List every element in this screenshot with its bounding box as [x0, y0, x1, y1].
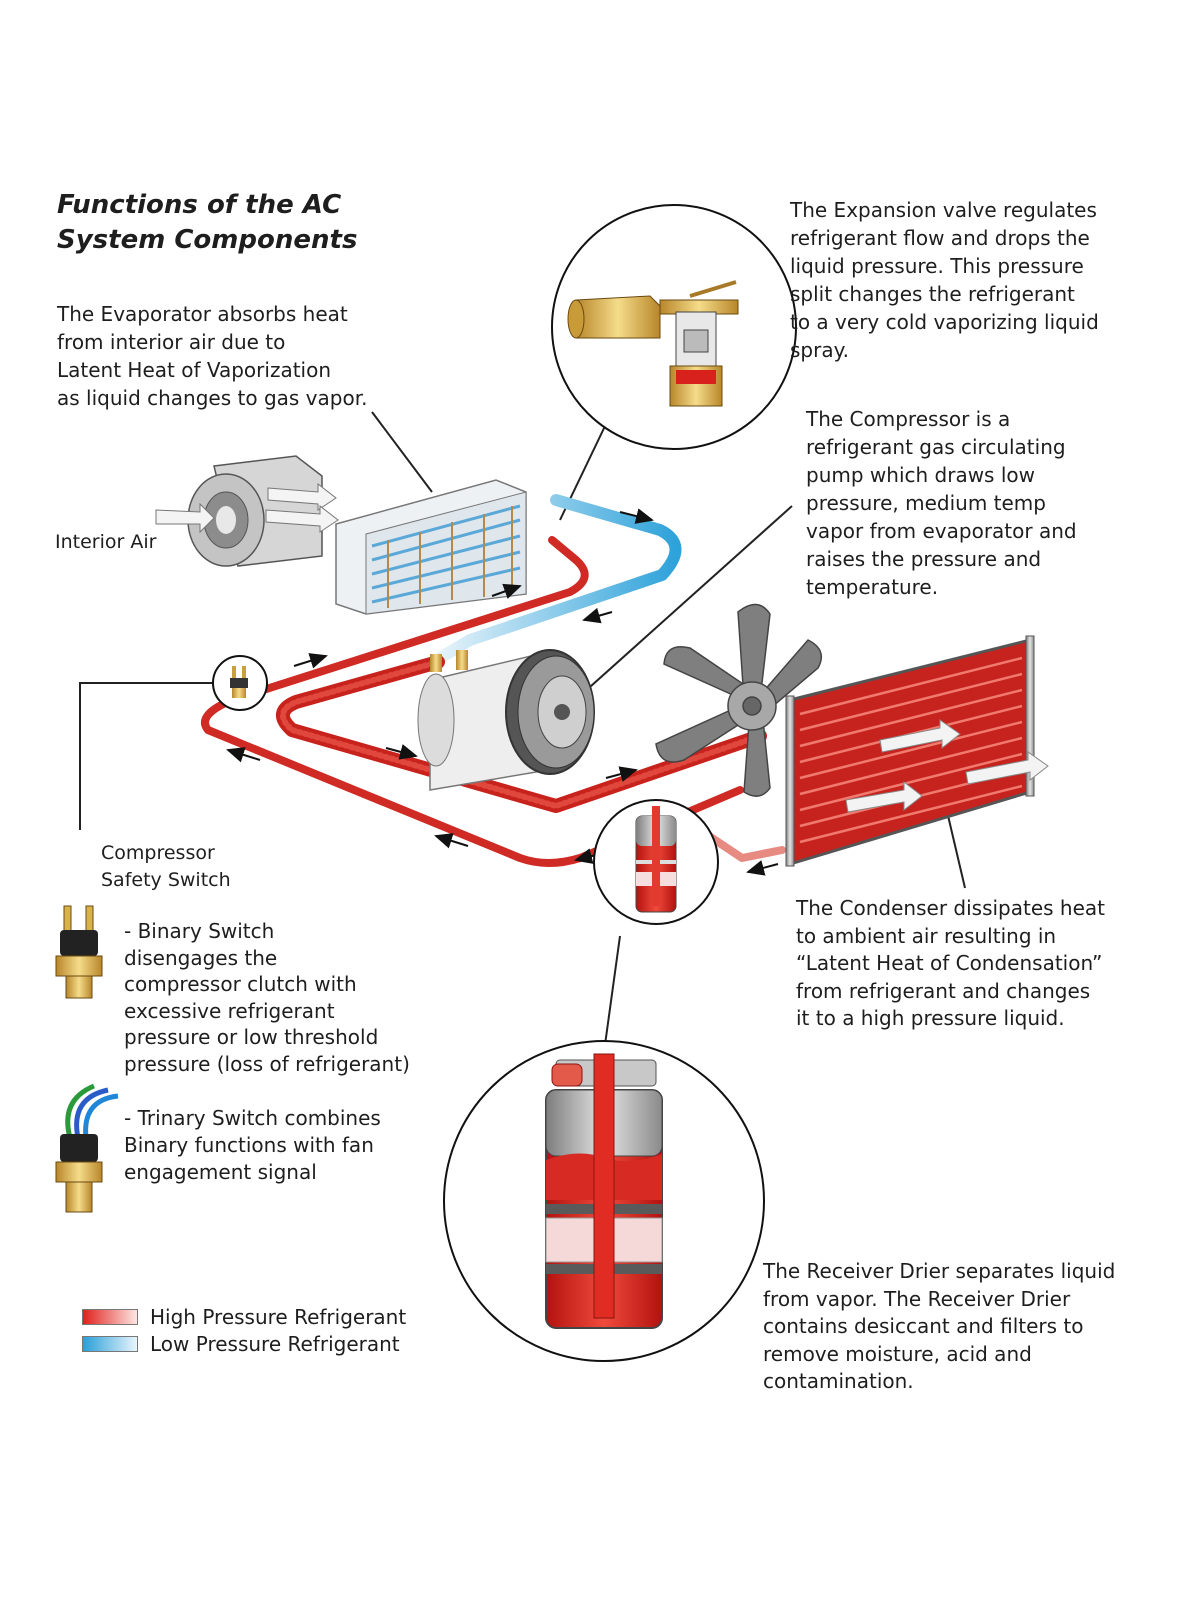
legend-label-low: Low Pressure Refrigerant — [150, 1332, 400, 1356]
expansion-valve-text: The Expansion valve regulates refrigeran… — [790, 198, 1099, 362]
receiver-drier-text: The Receiver Drier separates liquid from… — [763, 1259, 1116, 1393]
legend-label-high: High Pressure Refrigerant — [150, 1305, 407, 1329]
binary-switch-text: - Binary Switch disengages the compresso… — [124, 919, 410, 1076]
condenser-text: The Condenser dissipates heat to ambient… — [796, 896, 1106, 1030]
safety-switch-detail — [212, 655, 268, 711]
trinary-switch-text: - Trinary Switch combines Binary functio… — [124, 1106, 381, 1184]
receiver-drier-large-detail — [443, 1040, 765, 1362]
legend-item-low: Low Pressure Refrigerant — [82, 1331, 400, 1357]
high-pressure-swatch — [82, 1309, 138, 1325]
legend-item-high: High Pressure Refrigerant — [82, 1304, 406, 1330]
blower — [155, 455, 339, 567]
expansion-valve-detail — [551, 204, 797, 450]
fan — [655, 603, 823, 797]
receiver-drier-pointer — [603, 935, 621, 1053]
trinary-switch-illustration — [55, 1083, 119, 1213]
low-pressure-swatch — [82, 1336, 138, 1352]
flow-arrows — [226, 508, 779, 876]
condenser — [785, 635, 1049, 867]
compressor-pointer — [561, 505, 793, 713]
evaporator-pointer — [371, 411, 433, 493]
interior-air-label: Interior Air — [55, 531, 157, 553]
compressor-text: The Compressor is a refrigerant gas circ… — [806, 407, 1077, 599]
refrigerant-lines — [201, 494, 786, 867]
safety-switch-pointer — [79, 682, 215, 830]
compressor — [417, 649, 595, 791]
evaporator — [335, 479, 527, 615]
page-title: Functions of the AC System Components — [57, 190, 358, 255]
safety-switch-label: Compressor Safety Switch — [101, 842, 231, 891]
receiver-drier-small-detail — [593, 799, 719, 925]
evaporator-text: The Evaporator absorbs heat from interio… — [57, 302, 368, 410]
binary-switch-illustration — [55, 905, 103, 999]
